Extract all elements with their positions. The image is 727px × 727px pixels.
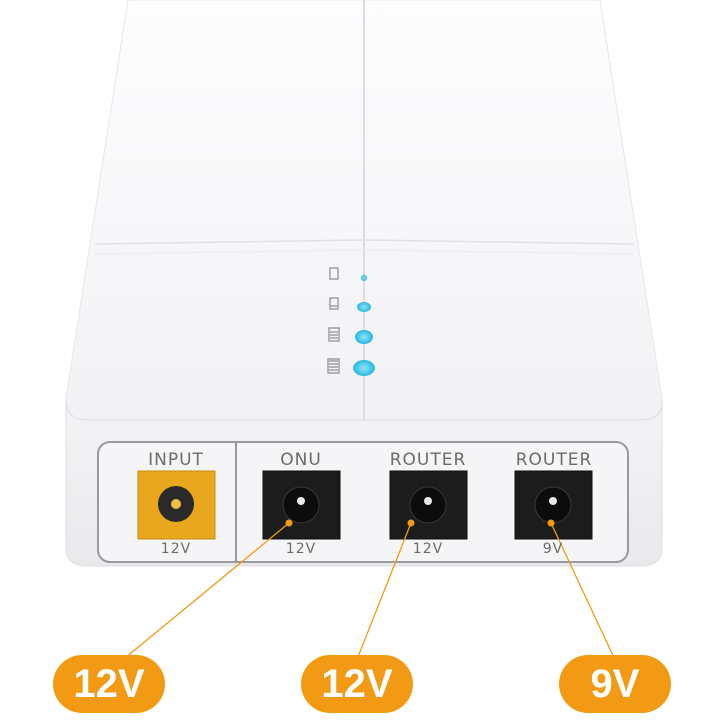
battery-level-4-icon [327, 358, 340, 374]
battery-level-3-icon [328, 327, 340, 342]
port-label-router-2: ROUTER [515, 450, 593, 470]
battery-level-2-icon [329, 297, 339, 310]
port-panel [97, 441, 629, 563]
port-label-input: INPUT [148, 450, 204, 470]
port-voltage-onu: 12V [285, 541, 317, 557]
callout-badge-router-9v: 9V [559, 655, 671, 713]
port-voltage-router-1: 12V [412, 541, 444, 557]
callout-line-onu [107, 522, 290, 673]
callout-badge-router-12v: 12V [301, 655, 413, 713]
callout-badge-onu-12v: 12V [53, 655, 165, 713]
led-indicator-1 [361, 275, 367, 281]
callout-line-router-9v [550, 522, 617, 663]
led-indicator-2 [357, 302, 371, 312]
led-indicator-4 [353, 360, 375, 376]
port-voltage-input: 12V [160, 541, 192, 557]
led-indicator-3 [355, 330, 373, 344]
callout-line-router-12v [355, 522, 412, 663]
port-voltage-router-2: 9V [542, 541, 564, 557]
port-label-onu: ONU [280, 450, 322, 470]
port-label-router-1: ROUTER [389, 450, 467, 470]
battery-level-1-icon [329, 267, 339, 280]
panel-seam-horizontal [94, 239, 635, 245]
